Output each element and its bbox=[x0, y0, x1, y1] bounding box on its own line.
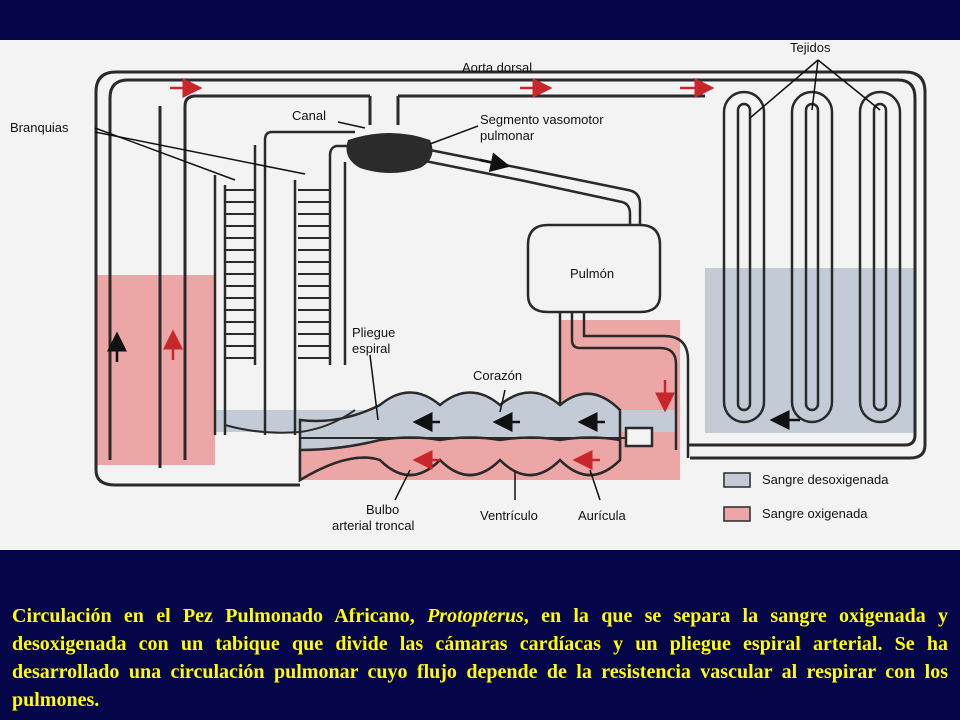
label-canal: Canal bbox=[292, 108, 326, 123]
legend-label-oxygenated: Sangre oxigenada bbox=[762, 506, 868, 521]
legend-label-deoxygenated: Sangre desoxigenada bbox=[762, 472, 889, 487]
pulmonary-artery bbox=[419, 146, 642, 230]
caption-part1: Circulación en el Pez Pulmonado Africano… bbox=[12, 605, 428, 627]
label-pulmon: Pulmón bbox=[570, 266, 615, 281]
label-tejidos: Tejidos bbox=[790, 40, 831, 55]
vasomotor-segment bbox=[346, 96, 433, 173]
spiral-fold bbox=[224, 409, 356, 434]
diagram-drawing bbox=[94, 59, 927, 522]
caption-part2: , en la que se separa la sangre oxigenad… bbox=[12, 605, 948, 711]
legend-swatch-oxygenated bbox=[723, 506, 751, 522]
legend-swatches bbox=[723, 472, 751, 522]
label-segmento-line2: pulmonar bbox=[480, 128, 535, 143]
lung bbox=[526, 223, 662, 314]
label-pliegue-line2: espiral bbox=[352, 341, 391, 356]
label-auricula: Aurícula bbox=[578, 508, 626, 523]
circulation-diagram: Aorta dorsal Tejidos Branquias Canal Seg… bbox=[0, 40, 960, 550]
gill-vessels bbox=[213, 130, 360, 435]
slide-caption: Circulación en el Pez Pulmonado Africano… bbox=[12, 602, 948, 714]
deoxygenated-flow-arrows bbox=[107, 152, 800, 432]
label-bulbo-line2: arterial troncal bbox=[332, 518, 415, 533]
oxygenated-flow-arrows bbox=[163, 78, 715, 470]
label-bulbo-line1: Bulbo bbox=[366, 502, 400, 517]
label-ventriculo: Ventrículo bbox=[480, 508, 538, 523]
leader-lines bbox=[94, 59, 881, 501]
label-aorta-dorsal: Aorta dorsal bbox=[462, 60, 533, 75]
label-branquias: Branquias bbox=[10, 120, 69, 135]
legend-swatch-deoxygenated bbox=[723, 472, 751, 488]
systemic-circuit bbox=[94, 70, 927, 487]
label-pliegue-line1: Pliegue bbox=[352, 325, 396, 340]
heart bbox=[298, 391, 654, 483]
gill-lamellae bbox=[225, 189, 330, 359]
label-corazon: Corazón bbox=[473, 368, 523, 383]
caption-species: Protopterus bbox=[427, 605, 524, 627]
label-segmento-line1: Segmento vasomotor bbox=[480, 112, 604, 127]
